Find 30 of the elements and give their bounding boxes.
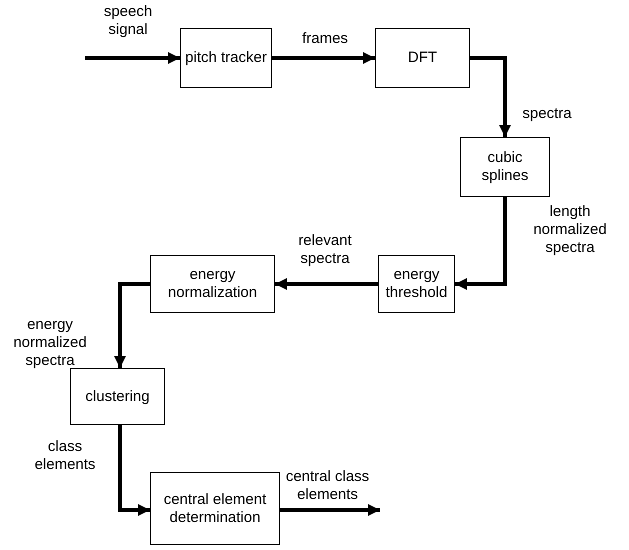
process-box bbox=[378, 255, 455, 313]
box-label: cubic splines bbox=[480, 149, 530, 185]
edge-label: class elements bbox=[34, 438, 96, 474]
arrow bbox=[455, 197, 507, 290]
process-box bbox=[375, 28, 470, 88]
edge-label: speech signal bbox=[102, 3, 154, 39]
box-label: energy threshold bbox=[384, 266, 448, 302]
arrow bbox=[272, 52, 375, 64]
arrow bbox=[470, 56, 511, 137]
process-box bbox=[460, 137, 550, 197]
arrow bbox=[275, 278, 378, 290]
box-label: pitch tracker bbox=[184, 49, 268, 67]
edge-label: frames bbox=[302, 30, 348, 48]
process-box bbox=[150, 472, 280, 545]
box-label: central element determination bbox=[162, 490, 268, 526]
box-label: clustering bbox=[84, 388, 151, 406]
arrow bbox=[85, 52, 180, 64]
edge-label: relevant spectra bbox=[297, 232, 353, 268]
edge-label: length normalized spectra bbox=[532, 203, 608, 257]
edge-label: energy normalized spectra bbox=[12, 316, 88, 370]
process-box bbox=[180, 28, 272, 88]
process-box bbox=[70, 368, 165, 425]
arrow bbox=[114, 282, 150, 368]
process-box bbox=[150, 255, 275, 313]
box-label: DFT bbox=[406, 49, 438, 67]
arrow bbox=[118, 425, 150, 516]
box-label: energy normalization bbox=[166, 266, 258, 302]
edge-label: central class elements bbox=[285, 468, 370, 504]
arrow bbox=[280, 504, 380, 516]
edge-label: spectra bbox=[522, 105, 572, 123]
